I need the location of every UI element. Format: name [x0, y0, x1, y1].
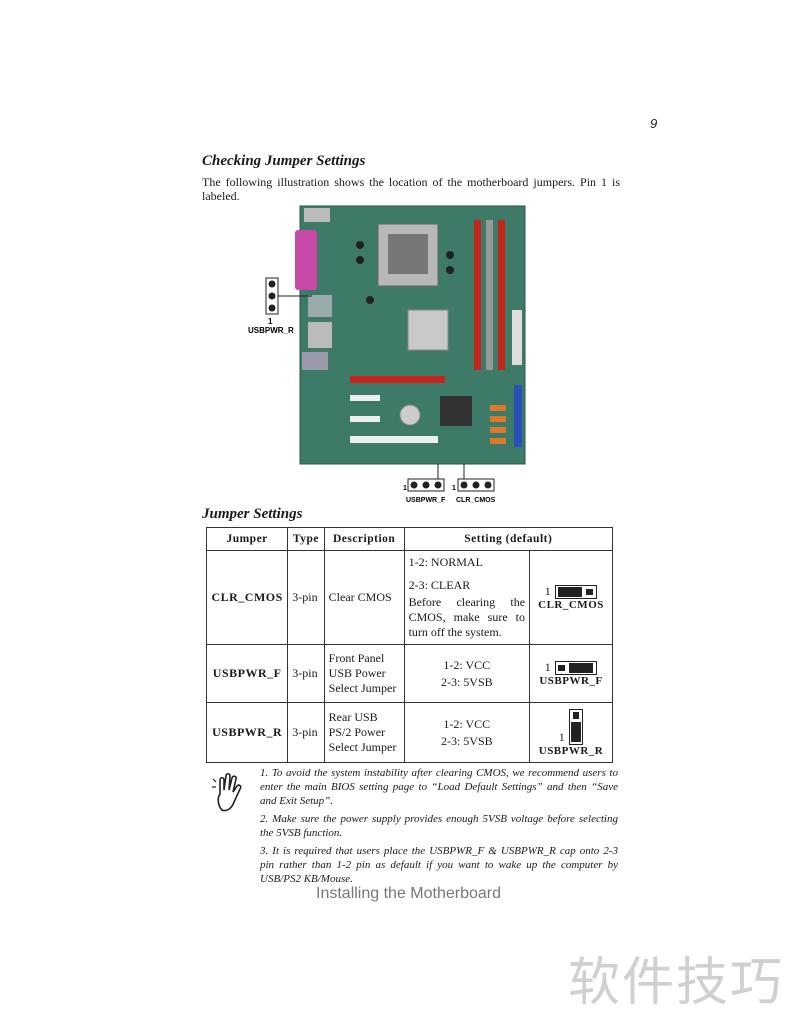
setting-note: Before clearing the CMOS, make sure to t…	[408, 595, 526, 639]
diagram-label: CLR_CMOS	[538, 599, 604, 611]
pin1-label-c: 1	[452, 485, 456, 492]
page-footer: Installing the Motherboard	[316, 885, 501, 902]
usbpwr-f-label: USBPWR_F	[406, 497, 446, 504]
header-description: Description	[323, 527, 405, 551]
note-item: 2. Make sure the power supply provides e…	[260, 813, 618, 839]
jumper-diagram: 1 USBPWR_F	[529, 644, 613, 703]
jumper-type: 3-pin	[287, 644, 325, 703]
jumper-cap-icon	[555, 584, 598, 599]
motherboard-illustration: 1 USBPWR_R 1 USBPWR_F 1 CLR_CMOS	[248, 205, 526, 504]
section-title-checking-jumpers: Checking Jumper Settings	[202, 153, 366, 169]
jumper-diagram: 1 CLR_CMOS	[529, 550, 613, 645]
jumper-diagram: 1 USBPWR_R	[529, 702, 613, 763]
header-setting: Setting (default)	[403, 527, 614, 551]
motherboard-figure: 1 USBPWR_R 1 USBPWR_F 1 CLR_CMOS	[240, 200, 540, 510]
section-title-jumper-settings: Jumper Settings	[202, 506, 303, 522]
page-number: 9	[650, 116, 658, 131]
setting-line: 2-3: 5VSB	[440, 733, 493, 748]
clr-cmos-label: CLR_CMOS	[456, 497, 496, 504]
parallel-port	[295, 230, 317, 290]
jumper-name: USBPWR_R	[205, 702, 289, 763]
note-hand-icon	[212, 772, 242, 812]
jumper-name: USBPWR_F	[205, 644, 289, 703]
table-row: CLR_CMOS 3-pin Clear CMOS 1-2: NORMAL 2-…	[205, 550, 613, 645]
jumper-type: 3-pin	[287, 550, 325, 645]
pin1-label-r: 1	[268, 317, 273, 326]
setting-line: 2-3: 5VSB	[440, 674, 493, 689]
pin1-label-f: 1	[403, 485, 407, 492]
jumper-setting: 1-2: VCC 2-3: 5VSB	[403, 702, 531, 763]
setting-line: 1-2: VCC	[443, 716, 491, 731]
note-item: 1. To avoid the system instability after…	[260, 767, 618, 807]
pin1-marker: 1	[558, 729, 566, 744]
table-row: USBPWR_R 3-pin Rear USB PS/2 Power Selec…	[205, 702, 613, 763]
dimm-slot	[474, 220, 481, 370]
setting-line: 1-2: VCC	[443, 657, 491, 672]
diagram-label: USBPWR_F	[539, 675, 603, 687]
jumper-setting: 1-2: NORMAL 2-3: CLEAR Before clearing t…	[403, 550, 531, 645]
note-item: 3. It is required that users place the U…	[260, 845, 618, 885]
jumper-description: Clear CMOS	[323, 550, 405, 645]
table-row: USBPWR_F 3-pin Front Panel USB Power Sel…	[205, 644, 613, 703]
diagram-label: USBPWR_R	[538, 744, 604, 757]
header-type: Type	[287, 527, 325, 551]
header-jumper: Jumper	[205, 527, 289, 551]
usbpwr-r-label: USBPWR_R	[248, 326, 294, 335]
jumper-type: 3-pin	[287, 702, 325, 763]
jumper-setting: 1-2: VCC 2-3: 5VSB	[403, 644, 531, 703]
pin1-marker: 1	[544, 584, 552, 598]
jumper-name: CLR_CMOS	[205, 550, 289, 645]
watermark: 软件技巧	[568, 953, 785, 1013]
jumper-description: Rear USB PS/2 Power Select Jumper	[323, 702, 405, 763]
jumper-cap-icon	[569, 708, 584, 745]
notes-block: 1. To avoid the system instability after…	[260, 766, 618, 890]
table-header-row: Jumper Type Description Setting (default…	[205, 527, 614, 551]
jumper-table: Jumper Type Description Setting (default…	[205, 527, 614, 763]
setting-line: 1-2: NORMAL	[408, 555, 483, 569]
jumper-cap-icon	[555, 660, 598, 675]
pin1-marker: 1	[544, 660, 552, 674]
jumper-description: Front Panel USB Power Select Jumper	[323, 644, 405, 703]
setting-line: 2-3: CLEAR	[408, 578, 471, 592]
intro-paragraph: The following illustration shows the loc…	[202, 175, 620, 203]
